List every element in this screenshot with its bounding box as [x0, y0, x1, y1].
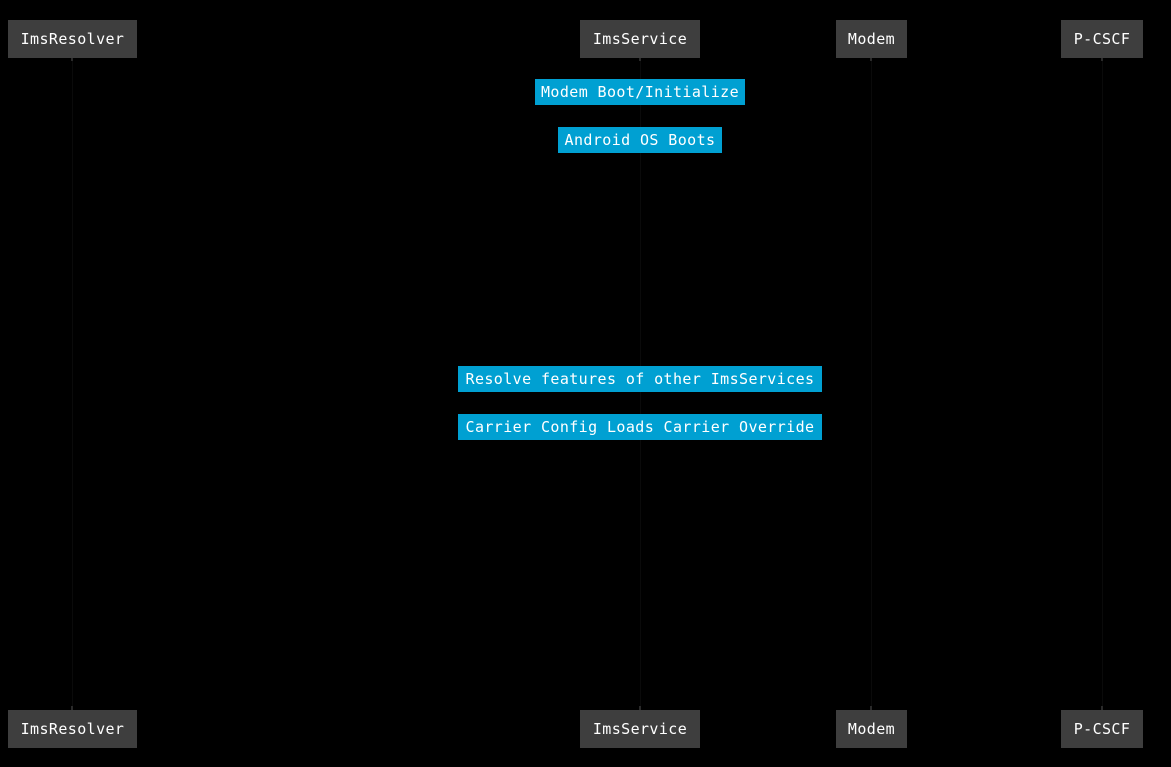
lifeline-stub-modem-bottom	[870, 706, 872, 710]
lifeline-stub-pcscf-top	[1101, 57, 1103, 61]
actor-bottom-modem[interactable]: Modem	[836, 710, 907, 748]
lifeline-modem	[871, 58, 872, 710]
actor-top-imsresolver[interactable]: ImsResolver	[8, 20, 137, 58]
actor-bottom-imsservice[interactable]: ImsService	[580, 710, 700, 748]
actor-top-modem[interactable]: Modem	[836, 20, 907, 58]
note-resolve-features-of-other-imsservices[interactable]: Resolve features of other ImsServices	[458, 366, 822, 392]
lifeline-stub-pcscf-bottom	[1101, 706, 1103, 710]
actor-bottom-pcscf[interactable]: P-CSCF	[1061, 710, 1143, 748]
actor-bottom-imsresolver[interactable]: ImsResolver	[8, 710, 137, 748]
lifeline-imsresolver	[72, 58, 73, 710]
lifeline-stub-modem-top	[870, 57, 872, 61]
note-carrier-config-loads-carrier-override[interactable]: Carrier Config Loads Carrier Override	[458, 414, 822, 440]
note-android-os-boots[interactable]: Android OS Boots	[558, 127, 722, 153]
lifeline-stub-imsservice-bottom	[639, 706, 641, 710]
lifeline-stub-imsresolver-bottom	[71, 706, 73, 710]
lifeline-stub-imsresolver-top	[71, 57, 73, 61]
note-modem-boot-initialize[interactable]: Modem Boot/Initialize	[535, 79, 745, 105]
lifeline-pcscf	[1102, 58, 1103, 710]
actor-top-pcscf[interactable]: P-CSCF	[1061, 20, 1143, 58]
actor-top-imsservice[interactable]: ImsService	[580, 20, 700, 58]
lifeline-stub-imsservice-top	[639, 57, 641, 61]
